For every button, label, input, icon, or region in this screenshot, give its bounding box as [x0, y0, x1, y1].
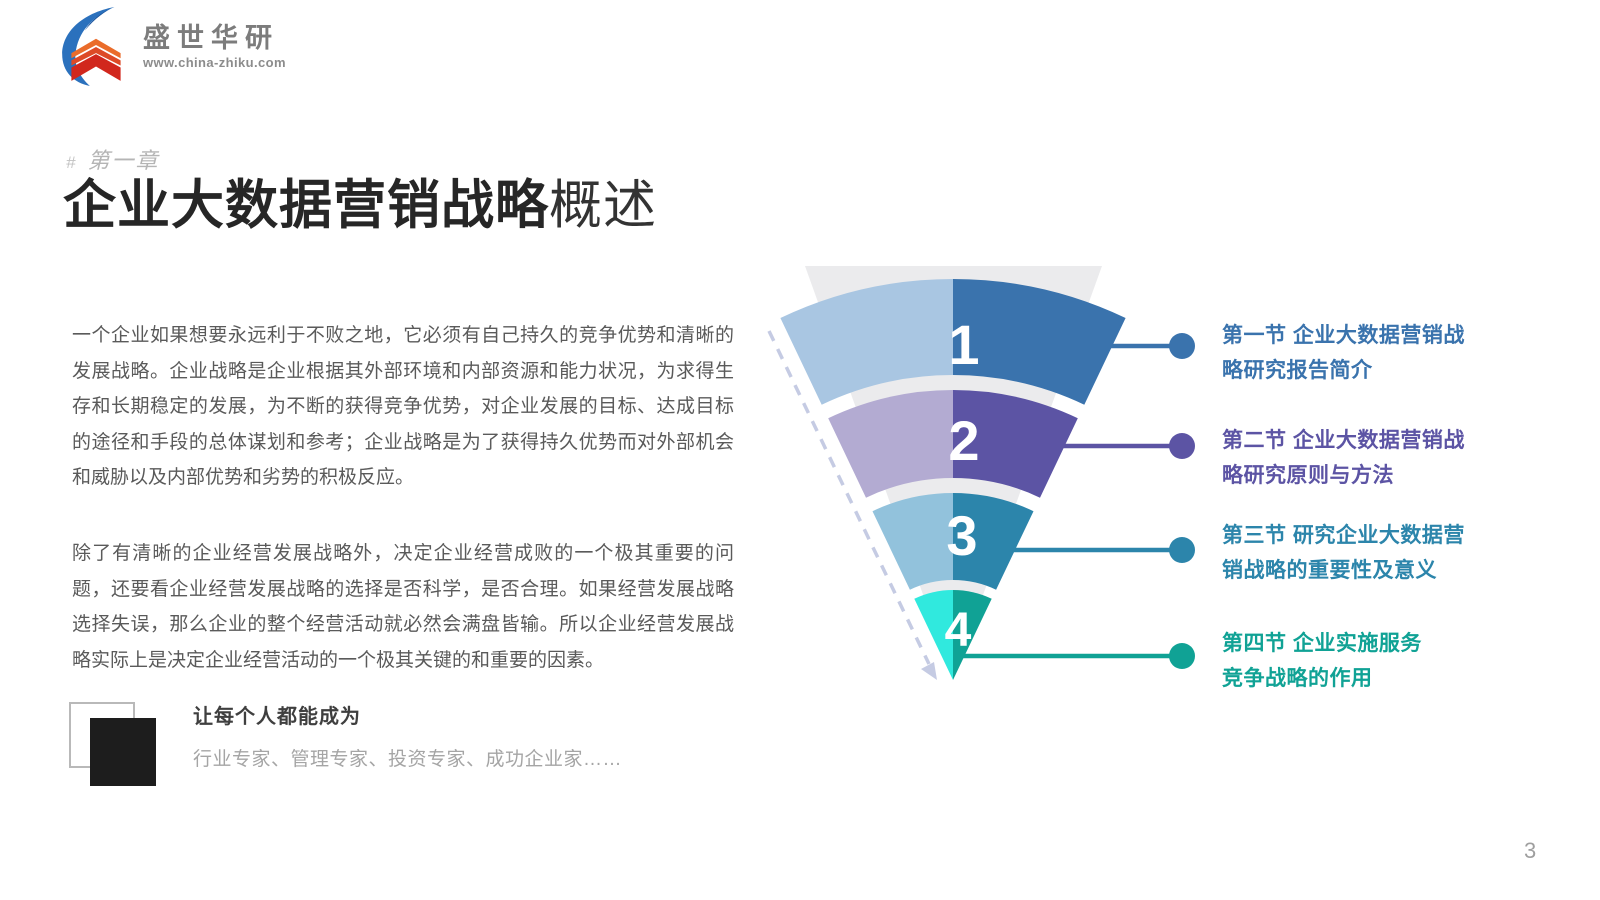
funnel-segment-4-right [953, 590, 992, 680]
brand-name: 盛世华研 [143, 23, 279, 53]
funnel-number-2: 2 [948, 409, 979, 472]
page-title: 企业大数据营销战略概述 [63, 174, 657, 238]
chapter-text: 第一章 [87, 148, 160, 173]
page-number: 3 [1524, 838, 1537, 863]
funnel-diagram: 1 2 3 4 [767, 266, 1195, 680]
funnel-number-4: 4 [945, 604, 972, 657]
funnel-segment-3-right [953, 493, 1034, 590]
quote-block: 让每个人都能成为 行业专家、管理专家、投资专家、成功企业家…… [193, 700, 622, 771]
funnel-segment-4-left [914, 590, 953, 680]
funnel-segment-2-right [953, 390, 1078, 498]
funnel-segment-2-left [828, 390, 953, 498]
quote-subtitle: 行业专家、管理专家、投资专家、成功企业家…… [193, 749, 623, 770]
funnel-label-2: 第二节 企业大数据营销战 略研究原则与方法 [1222, 429, 1465, 487]
connector-dot-3 [1169, 537, 1195, 563]
funnel-label-4: 第四节 企业实施服务 竞争战略的作用 [1222, 632, 1422, 690]
funnel-number-3: 3 [946, 504, 977, 567]
brand-logo: 盛世华研 www.china-zhiku.com [55, 6, 286, 88]
quote-title: 让每个人都能成为 [193, 706, 361, 728]
brand-url: www.china-zhiku.com [143, 55, 286, 70]
book-swoosh-icon [62, 7, 121, 86]
dashed-arrowhead [921, 662, 937, 680]
brand-text: 盛世华研 www.china-zhiku.com [143, 23, 286, 71]
connector-dot-2 [1169, 433, 1195, 459]
dashed-guide-line [767, 330, 931, 665]
funnel-segment-3-left [872, 493, 953, 590]
body-paragraph-1: 一个企业如果想要永远利于不败之地，它必须有自己持久的竞争优势和清晰的发展战略。企… [72, 325, 734, 489]
funnel-label-3: 第三节 研究企业大数据营 销战略的重要性及意义 [1222, 524, 1465, 582]
funnel-number-1: 1 [948, 313, 979, 376]
chapter-label: # 第一章 [66, 143, 159, 175]
connector-dot-1 [1169, 333, 1195, 359]
page-title-light: 概述 [549, 176, 657, 235]
decor-square-solid [90, 718, 156, 786]
hash-mark: # [66, 153, 78, 172]
page-title-bold: 企业大数据营销战略 [63, 176, 549, 235]
body-paragraph-2: 除了有清晰的企业经营发展战略外，决定企业经营成败的一个极其重要的问题，还要看企业… [72, 543, 734, 671]
funnel-segment-1-right [953, 278, 1126, 405]
funnel-label-1: 第一节 企业大数据营销战 略研究报告简介 [1222, 324, 1465, 382]
connector-dot-4 [1169, 643, 1195, 669]
funnel-segment-1-left [780, 278, 953, 405]
